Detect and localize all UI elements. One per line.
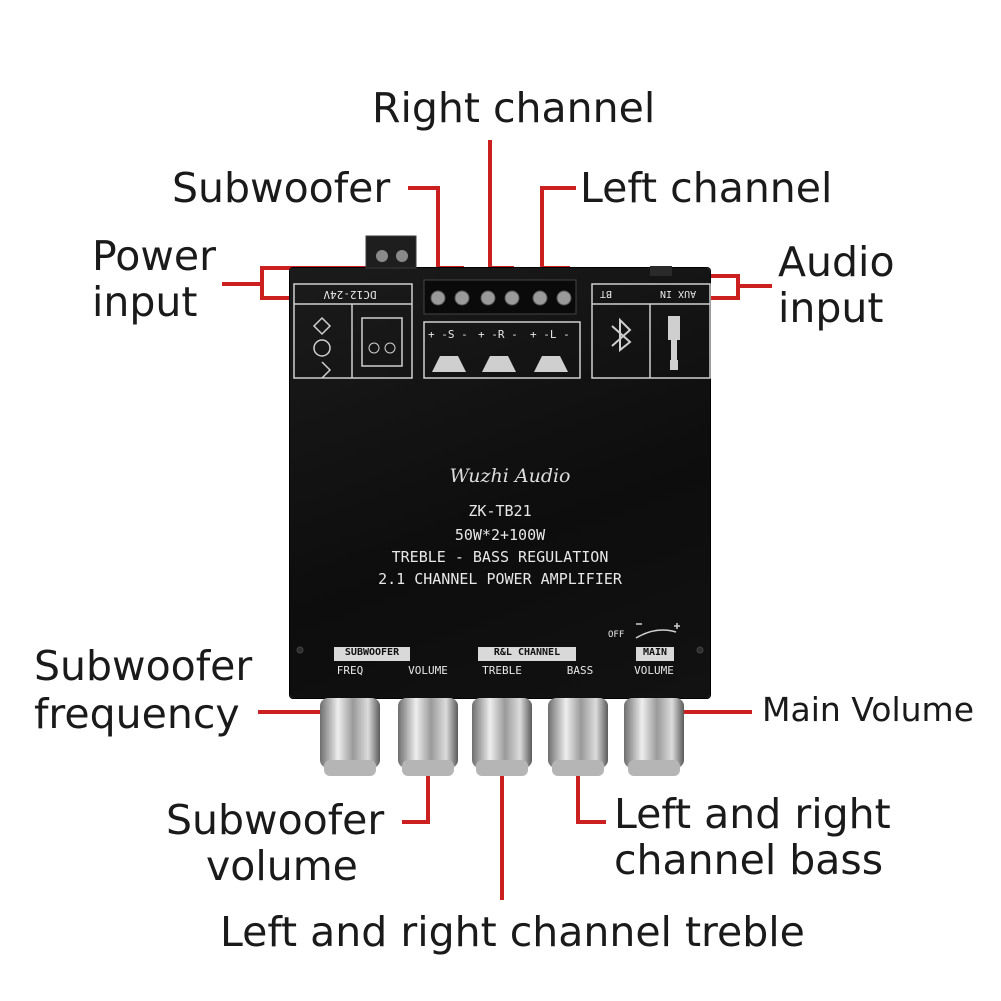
volume-arc bbox=[635, 629, 677, 639]
callout-lr-bass-line2: channel bass bbox=[614, 836, 884, 884]
speaker-screw bbox=[504, 290, 520, 306]
aux-plug-icon bbox=[668, 316, 680, 370]
description-label: 2.1 CHANNEL POWER AMPLIFIER bbox=[378, 570, 622, 588]
speaker-panel-frame bbox=[423, 321, 581, 379]
rl-group-box bbox=[478, 647, 576, 661]
main-group-box bbox=[636, 647, 674, 661]
bluetooth-icon bbox=[611, 317, 632, 353]
power-terminal-screw bbox=[376, 250, 388, 262]
speaker-l-label: + -L - bbox=[530, 328, 570, 341]
callout-lr-treble: Left and right channel treble bbox=[220, 908, 805, 956]
speaker-screw bbox=[556, 290, 572, 306]
speaker-s-label: + -S - bbox=[428, 328, 468, 341]
power-voltage-label: DC12-24V bbox=[323, 288, 377, 301]
knob-main-volume bbox=[624, 698, 684, 776]
mounting-hole bbox=[696, 646, 704, 654]
speaker-screw bbox=[532, 290, 548, 306]
feature-label: TREBLE - BASS REGULATION bbox=[391, 548, 609, 566]
knob-treble bbox=[472, 698, 532, 776]
knob-sub-volume bbox=[398, 698, 458, 776]
speaker-terminal-block bbox=[423, 279, 577, 315]
main-group-label: MAIN bbox=[642, 647, 668, 658]
speaker-icon bbox=[432, 356, 466, 372]
input-panel-frame bbox=[591, 283, 711, 379]
power-terminal bbox=[365, 235, 417, 269]
callout-sub-frequency-line1: Subwoofer bbox=[34, 642, 253, 690]
knob-bass-label: BASS bbox=[566, 664, 594, 677]
brand-logo: Wuzhi Audio bbox=[449, 465, 571, 487]
speaker-r-label: + -R - bbox=[478, 328, 518, 341]
knob-volume-label: VOLUME bbox=[408, 664, 448, 677]
bt-label: BT bbox=[600, 288, 613, 299]
speaker-icon bbox=[534, 356, 568, 372]
callout-lr-bass-line1: Left and right bbox=[614, 790, 891, 838]
callout-subwoofer: Subwoofer bbox=[172, 164, 391, 212]
dc-jack-icon bbox=[361, 317, 403, 367]
speaker-screw bbox=[430, 290, 446, 306]
power-panel-frame bbox=[293, 283, 413, 379]
knob-bass bbox=[548, 698, 608, 776]
callout-right-channel: Right channel bbox=[372, 84, 656, 132]
knob-freq-label: FREQ bbox=[336, 664, 364, 677]
speaker-screw bbox=[454, 290, 470, 306]
knob-main-volume-label: VOLUME bbox=[634, 664, 674, 677]
knob-treble-label: TREBLE bbox=[482, 664, 522, 677]
subwoofer-group-box bbox=[334, 647, 410, 661]
dc-polarity-icon bbox=[312, 316, 332, 379]
speaker-screw bbox=[480, 290, 496, 306]
callout-sub-frequency-line2: frequency bbox=[34, 690, 240, 738]
knob-sub-freq bbox=[320, 698, 380, 776]
rl-group-label: R&L CHANNEL bbox=[493, 647, 561, 658]
callout-main-volume: Main Volume bbox=[762, 690, 975, 729]
aux-jack-top bbox=[650, 266, 672, 276]
model-label: ZK-TB21 bbox=[468, 502, 532, 520]
power-terminal-screw bbox=[396, 250, 408, 262]
callout-power-input-line1: Power bbox=[92, 232, 216, 280]
callout-audio-input-line2: input bbox=[778, 284, 884, 332]
aux-label: AUX IN bbox=[660, 288, 697, 299]
power-rating-label: 50W*2+100W bbox=[454, 526, 546, 544]
off-label: OFF bbox=[608, 630, 625, 640]
callout-sub-volume-line2: volume bbox=[206, 842, 358, 890]
callout-sub-volume-line1: Subwoofer bbox=[166, 796, 385, 844]
subwoofer-group-label: SUBWOOFER bbox=[344, 647, 400, 658]
mounting-hole bbox=[296, 646, 304, 654]
speaker-icon bbox=[482, 356, 516, 372]
callout-power-input-line2: input bbox=[92, 278, 198, 326]
callout-audio-input-line1: Audio bbox=[778, 238, 895, 286]
amplifier-board bbox=[290, 268, 710, 698]
callout-left-channel: Left channel bbox=[580, 164, 833, 212]
